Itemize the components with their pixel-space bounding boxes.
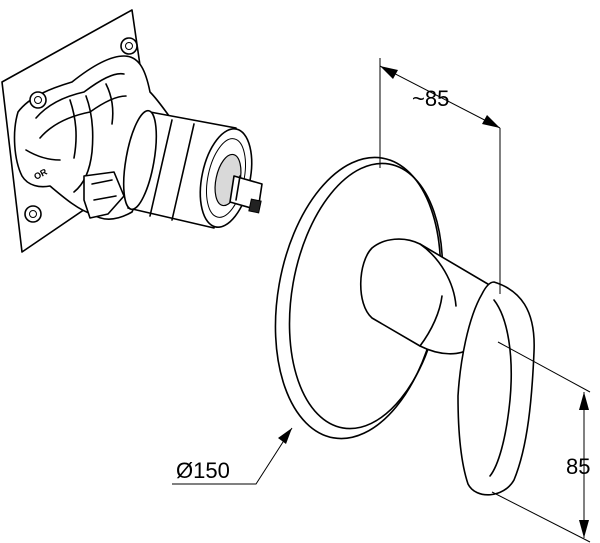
mounting-screw-top [120, 37, 138, 55]
lever-handle [457, 281, 535, 496]
mounting-screw-bottom [24, 205, 42, 223]
lever-body [359, 238, 499, 355]
trim-set [274, 156, 535, 496]
height-dimension: 85 [491, 341, 590, 543]
depth-dimension-label: ~85 [412, 86, 449, 111]
diameter-label: Ø150 [176, 458, 230, 483]
cartridge-spindle [229, 175, 263, 214]
concealed-valve-body: OR [1, 9, 263, 253]
depth-dimension: ~85 [379, 58, 501, 294]
height-dimension-label: 85 [566, 454, 590, 479]
mounting-screw-left [29, 91, 47, 109]
diameter-leader: Ø150 [172, 427, 293, 485]
